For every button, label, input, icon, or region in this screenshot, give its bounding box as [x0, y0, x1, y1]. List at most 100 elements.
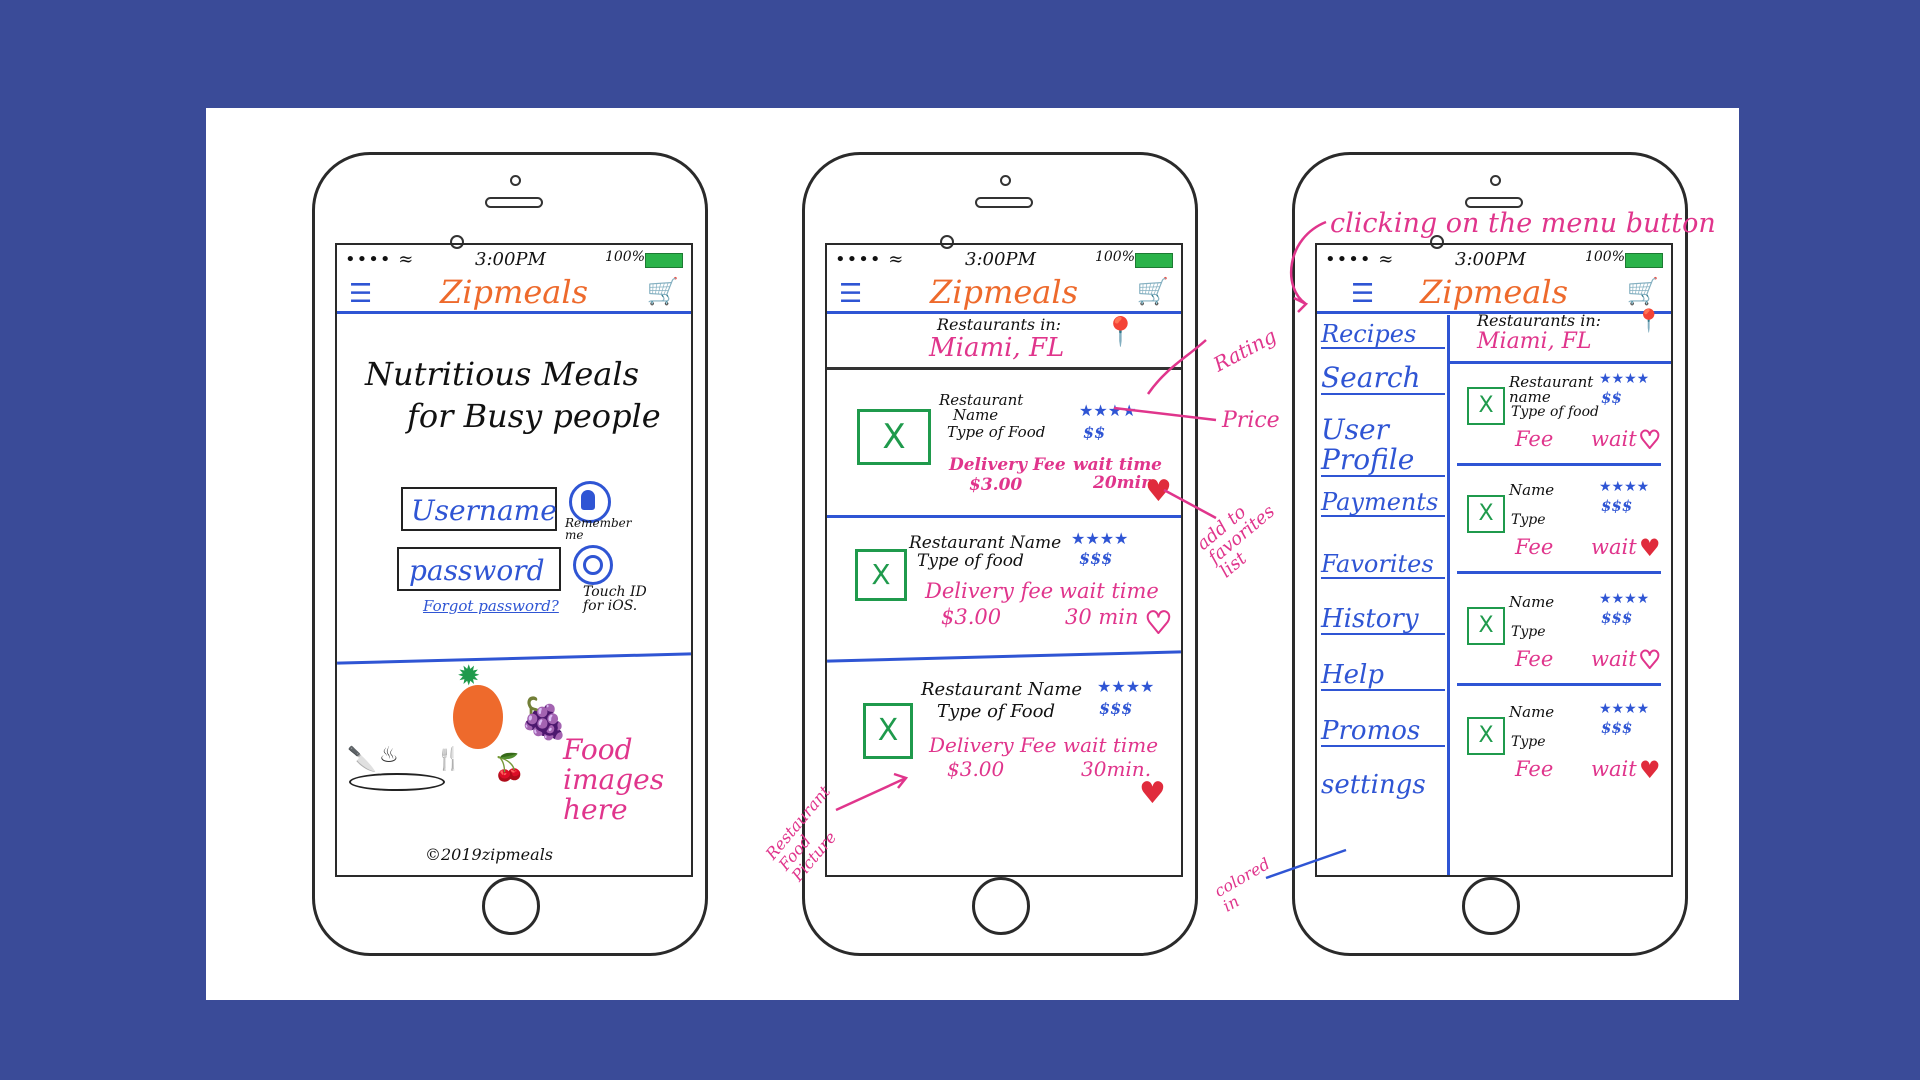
app-header: ☰ Zipmeals 🛒 — [827, 273, 1181, 314]
restaurant-item[interactable]: X Restaurant Name Type of food ★★★★ $$$ … — [827, 519, 1181, 651]
pineapple-leaves-icon: ✹ — [457, 659, 481, 692]
location-label: Restaurants in: — [937, 315, 1062, 334]
status-time: 3:00PM — [475, 249, 546, 270]
annotation-arrows — [835, 220, 1347, 880]
pineapple-icon — [453, 685, 503, 749]
delivery-fee: $3.00 — [947, 757, 1005, 781]
list-screen: •••• ≈ 3:00PM 100% ☰ Zipmeals 🛒 Restaura… — [825, 243, 1183, 877]
cart-icon[interactable]: 🛒 — [1626, 277, 1659, 307]
restaurant-name: Restaurant name — [1509, 373, 1594, 406]
grapes-icon: 🍇 — [519, 696, 569, 742]
location-pin-icon[interactable]: 📍 — [1103, 315, 1138, 348]
arrow-menu-click — [1289, 220, 1327, 313]
sensor-dot — [1490, 175, 1501, 186]
forgot-password-link[interactable]: Forgot password? — [423, 597, 559, 615]
username-input[interactable]: Username — [401, 487, 557, 531]
delivery-fee-label: Fee — [1515, 427, 1554, 451]
location-pin-icon[interactable]: 📍 — [1635, 309, 1663, 334]
wireframe-sheet: •••• ≈ 3:00PM 100% ☰ Zipmeals 🛒 Nutritio… — [206, 108, 1739, 1000]
password-input[interactable]: password — [397, 547, 561, 591]
restaurant-item[interactable]: X Restaurant Name Type of Food ★★★★ $$$ … — [827, 663, 1181, 833]
restaurant-name: Name — [1509, 481, 1555, 499]
fingerprint-icon[interactable] — [573, 545, 613, 585]
rating-stars: ★★★★ — [1071, 529, 1129, 548]
battery-icon — [1625, 253, 1663, 268]
home-button[interactable] — [972, 877, 1030, 935]
app-logo: Zipmeals — [930, 273, 1078, 311]
delivery-fee-label: Delivery Fee — [949, 455, 1066, 475]
phone-list: •••• ≈ 3:00PM 100% ☰ Zipmeals 🛒 Restaura… — [802, 152, 1198, 956]
menu-item-favorites[interactable]: Favorites — [1321, 551, 1445, 579]
signal-wifi-indicator: •••• ≈ — [345, 249, 415, 270]
menu-item-payments[interactable]: Payments — [1321, 489, 1445, 517]
delivery-fee-label: Fee — [1515, 647, 1554, 671]
home-button[interactable] — [482, 877, 540, 935]
price-level: $$$ — [1601, 719, 1633, 737]
restaurant-image-placeholder: X — [857, 409, 931, 465]
remember-me-label: Remember me — [565, 516, 632, 542]
earpiece-speaker — [485, 197, 543, 208]
annotation-price: Price — [1222, 408, 1280, 433]
cart-icon[interactable]: 🛒 — [1136, 277, 1169, 307]
battery-percent: 100% — [1094, 249, 1135, 265]
user-silhouette-icon — [581, 490, 595, 510]
cart-icon[interactable]: 🛒 — [646, 277, 679, 307]
arrow-favorites — [1163, 488, 1217, 520]
remember-me-toggle[interactable] — [569, 481, 611, 523]
earpiece-speaker — [1465, 197, 1523, 208]
battery-icon — [645, 253, 683, 268]
heart-icon[interactable]: ♥ — [1639, 756, 1661, 784]
rating-stars: ★★★★ — [1599, 479, 1650, 495]
knife-icon: 🔪 — [347, 745, 377, 773]
rating-stars: ★★★★ — [1599, 371, 1650, 387]
wait-time: 20min. — [1093, 473, 1160, 493]
menu-item-recipes[interactable]: Recipes — [1321, 321, 1445, 349]
heart-icon[interactable]: ♥ — [1144, 606, 1173, 641]
earpiece-speaker — [975, 197, 1033, 208]
restaurant-image-placeholder: X — [855, 549, 907, 601]
heart-icon[interactable]: ♥ — [1638, 425, 1661, 455]
menu-item-search[interactable]: Search — [1321, 363, 1445, 395]
restaurant-item[interactable]: X Restaurant Name Type of Food ★★★★ $$ D… — [827, 371, 1181, 513]
delivery-fee: $3.00 — [969, 475, 1023, 495]
wait-time-label: wait time — [1063, 733, 1159, 757]
menu-item-history[interactable]: History — [1321, 605, 1445, 635]
restaurant-name: Name — [1509, 593, 1555, 611]
status-time: 3:00PM — [1455, 249, 1526, 270]
tagline-line2: for Busy people — [407, 397, 661, 435]
menu-item-settings[interactable]: settings — [1321, 770, 1426, 800]
location-value[interactable]: Miami, FL — [1477, 329, 1592, 354]
wait-time: 30 min — [1065, 605, 1139, 629]
menu-item-promos[interactable]: Promos — [1321, 717, 1445, 747]
delivery-fee-label: Delivery Fee — [929, 733, 1057, 757]
hamburger-icon[interactable]: ☰ — [1351, 279, 1375, 309]
hamburger-icon[interactable]: ☰ — [349, 279, 373, 309]
battery-percent: 100% — [604, 249, 645, 265]
menu-item-user-profile[interactable]: User Profile — [1321, 415, 1445, 477]
item-divider — [827, 515, 1181, 518]
home-button[interactable] — [1462, 877, 1520, 935]
status-bar: •••• ≈ 3:00PM 100% — [835, 249, 1173, 270]
status-bar: •••• ≈ 3:00PM 100% — [1325, 249, 1663, 270]
restaurant-name: Restaurant — [939, 391, 1024, 409]
heart-icon[interactable]: ♥ — [1139, 776, 1166, 811]
sensor-dot — [510, 175, 521, 186]
rating-stars: ★★★★ — [1079, 401, 1137, 420]
restaurant-food-type: Type of Food — [947, 423, 1046, 441]
item-divider — [1457, 683, 1661, 686]
copyright-footer: ©2019zipmeals — [425, 845, 554, 864]
menu-item-help[interactable]: Help — [1321, 661, 1445, 691]
heart-icon[interactable]: ♥ — [1639, 534, 1661, 562]
front-camera — [940, 235, 954, 249]
location-value[interactable]: Miami, FL — [929, 333, 1065, 363]
restaurant-name: Restaurant Name — [921, 679, 1083, 700]
app-logo: Zipmeals — [1420, 273, 1568, 311]
fingerprint-inner — [583, 555, 603, 575]
heart-icon[interactable]: ♥ — [1638, 645, 1661, 675]
hamburger-icon[interactable]: ☰ — [839, 279, 863, 309]
